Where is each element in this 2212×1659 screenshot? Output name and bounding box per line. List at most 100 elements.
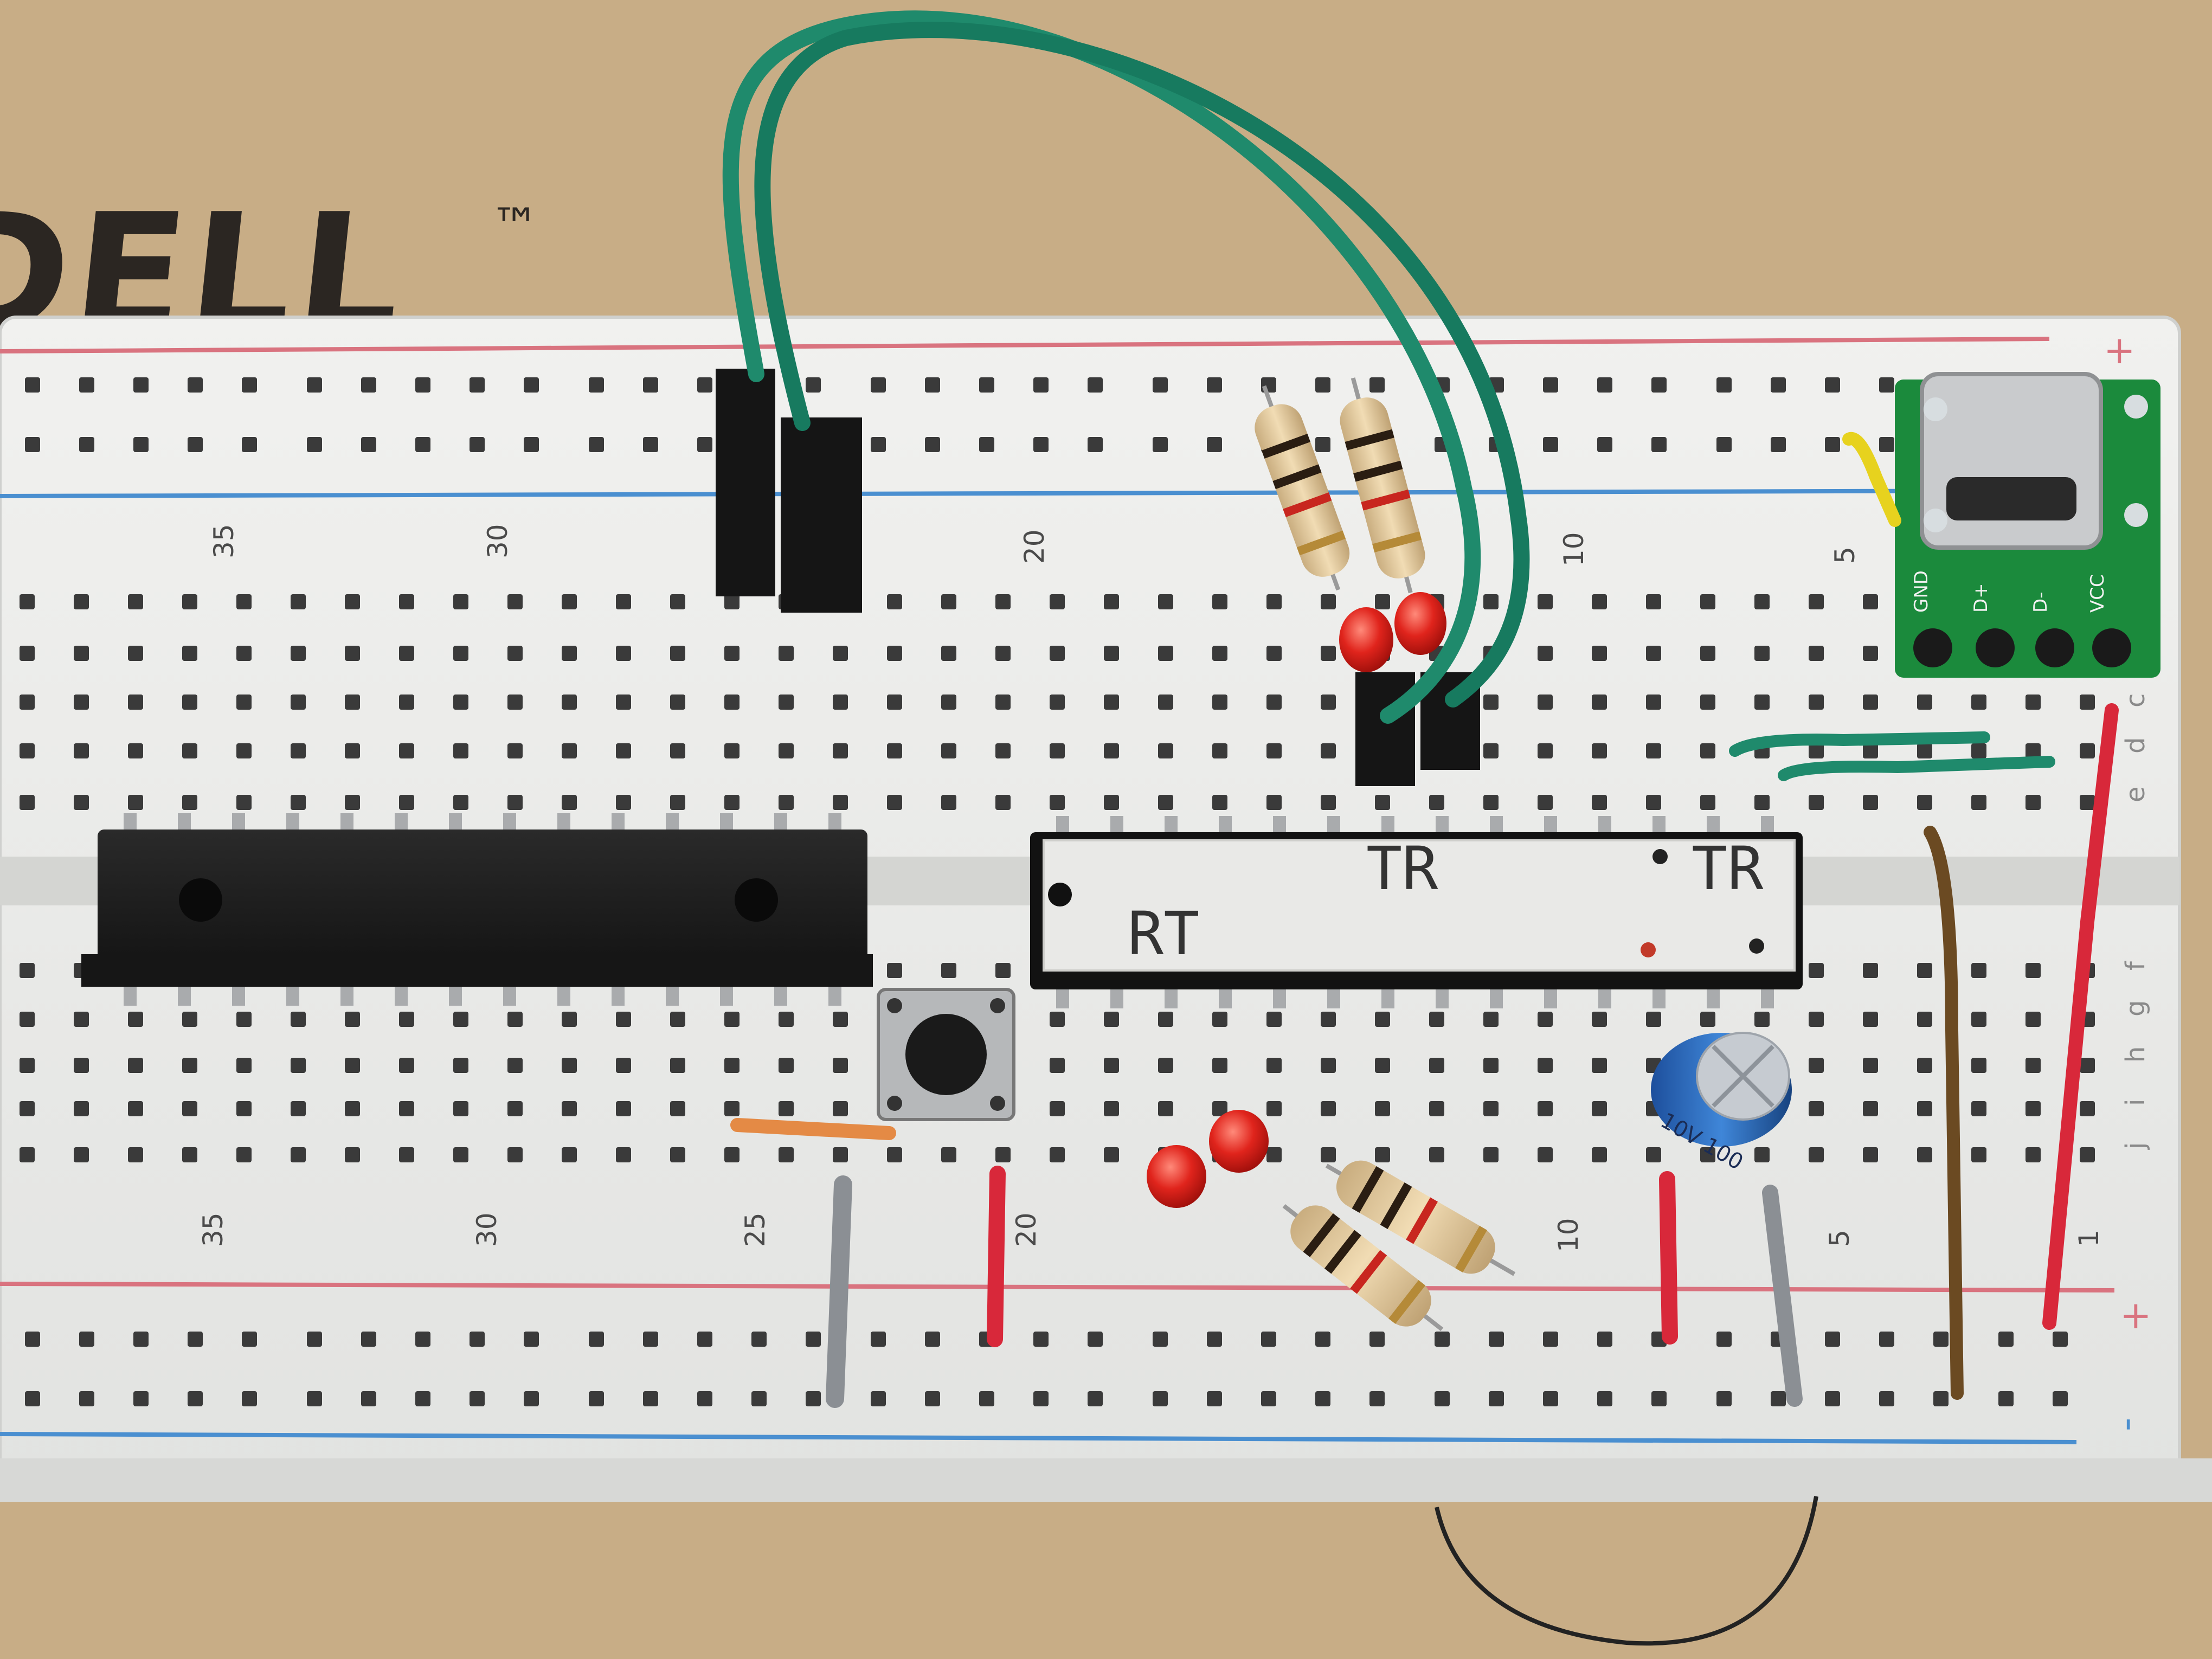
bottom-resistor-2 xyxy=(1325,1160,1516,1276)
breadboard-hole xyxy=(833,695,848,710)
breadboard-hole xyxy=(871,1332,886,1347)
breadboard-hole xyxy=(453,795,468,810)
breadboard-hole xyxy=(1538,646,1553,661)
breadboard-hole xyxy=(128,1101,143,1116)
breadboard-hole xyxy=(562,795,577,810)
breadboard-hole xyxy=(1754,695,1770,710)
breadboard-hole xyxy=(1033,377,1049,393)
breadboard-hole xyxy=(236,743,252,758)
breadboard-hole xyxy=(1863,963,1878,978)
ic-pin xyxy=(1598,987,1611,1008)
breadboard-hole xyxy=(1917,1147,1932,1162)
breadboard-hole xyxy=(1592,1058,1607,1073)
breadboard-hole xyxy=(1429,1101,1444,1116)
breadboard-hole xyxy=(1158,1058,1173,1073)
trademark-symbol: ™ xyxy=(491,198,539,255)
breadboard-hole xyxy=(74,743,89,758)
row-label-d: d xyxy=(2120,737,2151,754)
breadboard-hole xyxy=(1998,1391,2014,1406)
breadboard-hole xyxy=(291,695,306,710)
breadboard-hole xyxy=(415,377,430,393)
breadboard-hole xyxy=(2025,963,2041,978)
dupont-header-top-left xyxy=(716,369,862,613)
ic-pin xyxy=(340,984,353,1006)
breadboard-hole xyxy=(1879,377,1894,393)
breadboard-hole xyxy=(1375,1101,1390,1116)
breadboard-hole xyxy=(1158,695,1173,710)
breadboard-hole xyxy=(616,1058,631,1073)
breadboard-hole xyxy=(670,695,685,710)
breadboard-hole xyxy=(1489,1391,1504,1406)
breadboard-hole xyxy=(79,1332,94,1347)
usb-pin-label-dplus: D+ xyxy=(1970,583,1992,613)
breadboard-hole xyxy=(1917,1058,1932,1073)
breadboard-hole xyxy=(1592,594,1607,609)
breadboard-hole xyxy=(1088,1332,1103,1347)
breadboard-hole xyxy=(25,1391,40,1406)
breadboard-hole xyxy=(670,594,685,609)
breadboard-hole xyxy=(833,795,848,810)
ic-pin xyxy=(1165,987,1178,1008)
ic-pin xyxy=(828,984,841,1006)
breadboard-holes xyxy=(20,377,2095,1406)
breadboard-hole xyxy=(236,695,252,710)
breadboard-hole xyxy=(1033,1391,1049,1406)
breadboard-hole xyxy=(1592,795,1607,810)
breadboard-hole xyxy=(1863,695,1878,710)
ic-pin xyxy=(1652,987,1666,1008)
breadboard-hole xyxy=(724,1147,740,1162)
breadboard-hole xyxy=(1321,743,1336,758)
breadboard-hole xyxy=(1104,795,1119,810)
breadboard-hole xyxy=(1266,1058,1282,1073)
breadboard-hole xyxy=(562,594,577,609)
breadboard-hole xyxy=(1809,1101,1824,1116)
breadboard-hole xyxy=(1809,1147,1824,1162)
row-label-h: h xyxy=(2120,1046,2151,1063)
breadboard-hole xyxy=(1879,1391,1894,1406)
top-resistor-2 xyxy=(1340,377,1425,594)
breadboard-hole xyxy=(1104,1101,1119,1116)
breadboard-hole xyxy=(128,795,143,810)
usb-pin-label-vcc: VCC xyxy=(2087,574,2108,613)
breadboard-hole xyxy=(1971,695,1986,710)
breadboard-hole xyxy=(1700,1147,1715,1162)
breadboard-hole xyxy=(1809,594,1824,609)
row-label-e: e xyxy=(2120,786,2151,802)
breadboard-hole xyxy=(979,437,994,452)
breadboard-hole xyxy=(1716,437,1732,452)
green-short-jumper-2 xyxy=(1778,756,2055,781)
breadboard-hole xyxy=(1050,743,1065,758)
breadboard-hole xyxy=(1158,743,1173,758)
breadboard-hole xyxy=(697,1332,712,1347)
breadboard-hole xyxy=(20,795,35,810)
breadboard-hole xyxy=(74,594,89,609)
breadboard-hole xyxy=(1754,1012,1770,1027)
breadboard-hole xyxy=(307,1391,322,1406)
breadboard-hole xyxy=(415,1391,430,1406)
breadboard-hole xyxy=(507,594,523,609)
orange-wire xyxy=(730,1118,896,1140)
breadboard-hole xyxy=(242,437,257,452)
breadboard-hole xyxy=(1754,646,1770,661)
breadboard-hole xyxy=(697,377,712,393)
breadboard-hole xyxy=(2080,795,2095,810)
breadboard-hole xyxy=(507,1012,523,1027)
breadboard-hole xyxy=(1207,1391,1222,1406)
breadboard-hole xyxy=(616,1012,631,1027)
breadboard-hole xyxy=(995,963,1011,978)
breadboard-hole xyxy=(1207,437,1222,452)
breadboard-hole xyxy=(2025,743,2041,758)
breadboard-hole xyxy=(399,795,414,810)
breadboard-hole xyxy=(2025,1012,2041,1027)
breadboard-hole xyxy=(1483,1012,1499,1027)
breadboard-hole xyxy=(779,1012,794,1027)
breadboard-hole xyxy=(887,743,902,758)
top-col-number-35: 35 xyxy=(208,524,240,558)
breadboard-hole xyxy=(779,695,794,710)
breadboard-hole xyxy=(1050,594,1065,609)
breadboard-hole xyxy=(291,594,306,609)
breadboard-hole xyxy=(1088,1391,1103,1406)
brown-wire xyxy=(1924,826,1964,1400)
breadboard-hole xyxy=(1050,1147,1065,1162)
breadboard-hole xyxy=(20,695,35,710)
